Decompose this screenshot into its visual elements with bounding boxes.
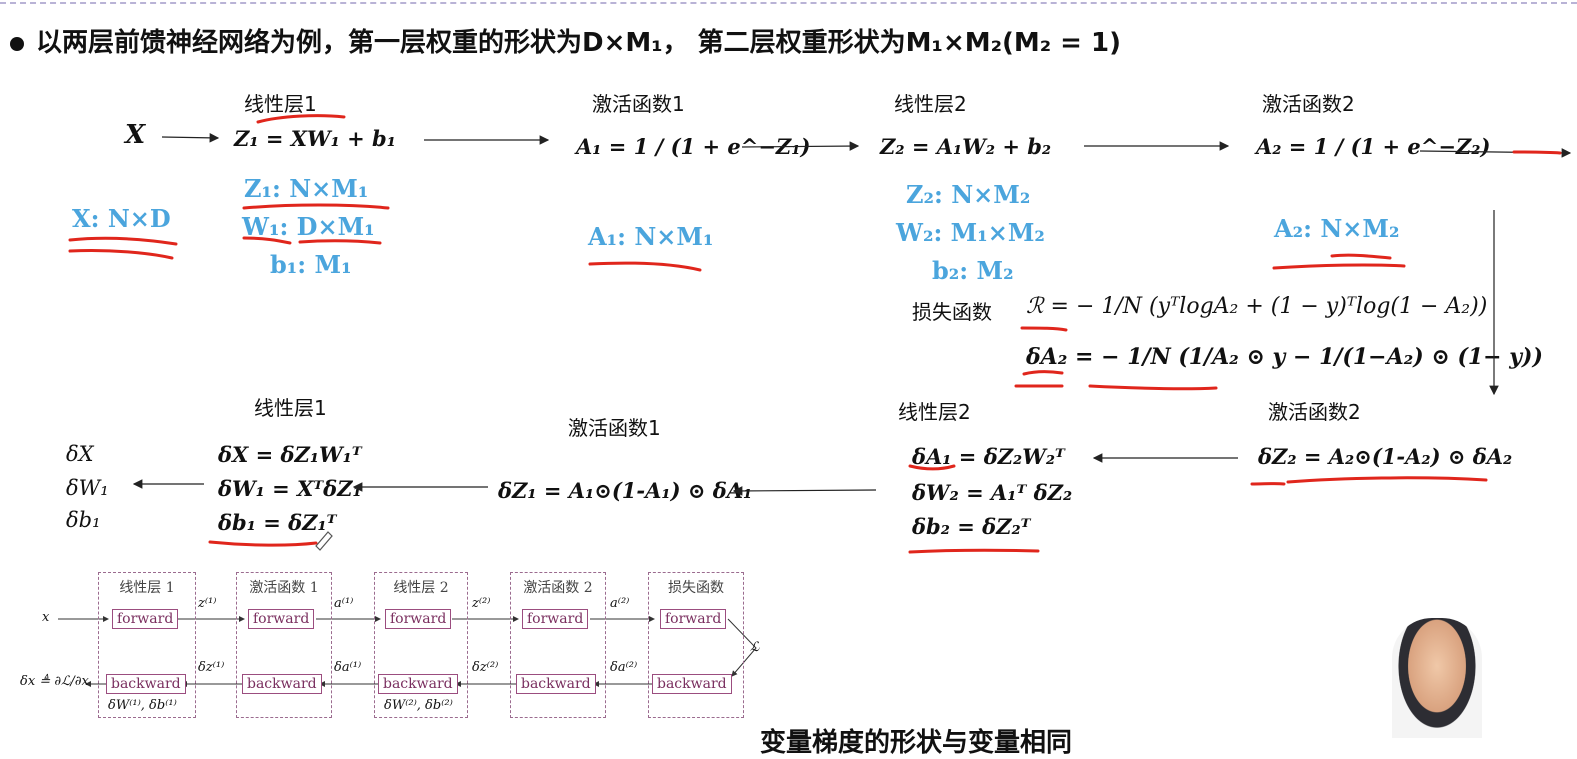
shape-a1: A₁: N×M₁ [588, 222, 714, 251]
mini-backward-1: backward [106, 674, 186, 694]
back-lin1-eq0: δX = δZ₁W₁ᵀ [218, 442, 362, 467]
shape-w1: W₁: D×M₁ [242, 212, 375, 241]
back-label-act2: 激活函数2 [1268, 400, 1361, 424]
eq-a2: A₂ = 1 / (1 + e^−Z₂) [1256, 134, 1491, 159]
presenter-video [1392, 618, 1482, 738]
mini-box-act1-label: 激活函数 1 [249, 580, 319, 596]
back-lin2-eq1: δW₂ = A₁ᵀ δZ₂ [912, 480, 1073, 505]
title-text: 以两层前馈神经网络为例，第一层权重的形状为D×M₁， 第二层权重形状为M₁×M₂… [36, 28, 1121, 58]
arrow-x-z1 [161, 133, 220, 143]
back-act1-eq: δZ₁ = A₁⊙(1-A₁) ⊙ δA₁ [498, 478, 753, 503]
shape-a2: A₂: N×M₂ [1274, 214, 1400, 243]
shape-w2: W₂: M₁×M₂ [896, 218, 1045, 247]
mini-box-linear2-label: 线性层 2 [393, 580, 449, 596]
mini-box-act2-label: 激活函数 2 [523, 580, 593, 596]
slide-title: 以两层前馈神经网络为例，第一层权重的形状为D×M₁， 第二层权重形状为M₁×M₂… [10, 22, 1121, 59]
arrow-lin2-act1 [732, 486, 877, 496]
mini-backward-2: backward [242, 674, 322, 694]
mini-loss-L: ℒ [750, 640, 760, 655]
mini-param-label-2: δW⁽²⁾, δb⁽²⁾ [384, 698, 453, 713]
back-lin2-eq0: δA₁ = δZ₂W₂ᵀ [912, 444, 1065, 469]
back-label-act1: 激活函数1 [568, 416, 661, 440]
mini-backward-5: backward [652, 674, 732, 694]
loss-eq: ℛ = − 1/N (yᵀlogA₂ + (1 − y)ᵀlog(1 − A₂)… [1026, 294, 1488, 319]
back-act2-eq: δZ₂ = A₂⊙(1-A₂) ⊙ δA₂ [1258, 444, 1513, 469]
back-label-linear1: 线性层1 [254, 396, 327, 420]
mini-box-loss-label: 损失函数 [668, 580, 724, 596]
mini-forward-4: forward [522, 609, 589, 629]
mini-forward-1: forward [112, 609, 179, 629]
mini-box-linear1: 线性层 1 [98, 572, 196, 718]
out-dx: δX [66, 442, 94, 466]
mini-box-linear2: 线性层 2 [374, 572, 468, 718]
back-lin1-eq2: δb₁ = δZ₁ᵀ [218, 510, 337, 535]
mini-bwd-label-2: δa⁽¹⁾ [334, 660, 362, 675]
shape-b1: b₁: M₁ [270, 250, 352, 279]
mini-forward-2: forward [248, 609, 315, 629]
shape-x: X: N×D [72, 204, 171, 233]
back-label-linear2: 线性层2 [898, 400, 971, 424]
label-linear1: 线性层1 [244, 92, 317, 116]
arrows-layer [58, 114, 1572, 687]
mini-fwd-label-4: a⁽²⁾ [610, 596, 630, 611]
mini-box-loss: 损失函数 [648, 572, 744, 718]
label-act2: 激活函数2 [1262, 92, 1355, 116]
label-act1: 激活函数1 [592, 92, 685, 116]
mini-forward-5: forward [660, 609, 727, 629]
bullet-icon [10, 36, 24, 51]
top-divider [0, 2, 1577, 4]
mini-backward-4: backward [516, 674, 596, 694]
shape-b2: b₂: M₂ [932, 256, 1014, 285]
mini-fwd-label-1: z⁽¹⁾ [198, 596, 217, 611]
delta-a2-eq: δA₂ = − 1/N (1/A₂ ⊙ y − 1/(1−A₂) ⊙ (1− y… [1026, 344, 1543, 370]
eq-z1: Z₁ = XW₁ + b₁ [234, 126, 396, 151]
out-db1: δb₁ [66, 508, 101, 532]
mini-forward-3: forward [385, 609, 452, 629]
mini-box-act2: 激活函数 2 [510, 572, 606, 718]
mini-param-label-1: δW⁽¹⁾, δb⁽¹⁾ [108, 698, 177, 713]
mini-x: x [42, 610, 50, 625]
shape-z1: Z₁: N×M₁ [244, 174, 369, 203]
pencil-icon [315, 531, 333, 551]
mini-bwd-label-3: δz⁽²⁾ [472, 660, 499, 675]
back-lin1-eq1: δW₁ = XᵀδZ₁ [218, 476, 362, 501]
mini-box-linear1-label: 线性层 1 [119, 580, 175, 596]
eq-z2: Z₂ = A₁W₂ + b₂ [880, 134, 1052, 159]
label-linear2: 线性层2 [894, 92, 967, 116]
red-underlines [68, 114, 1562, 554]
mini-fwd-label-3: z⁽²⁾ [472, 596, 491, 611]
shape-z2: Z₂: N×M₂ [906, 180, 1031, 209]
mini-backward-3: backward [378, 674, 458, 694]
input-x: X [125, 120, 146, 150]
mini-dx: δx ≜ ∂ℒ/∂x [20, 674, 89, 689]
mini-box-act1: 激活函数 1 [236, 572, 332, 718]
arrow-a1-z2 [741, 141, 860, 151]
back-lin2-eq2: δb₂ = δZ₂ᵀ [912, 514, 1031, 539]
mini-fwd-label-2: a⁽¹⁾ [334, 596, 354, 611]
footer-text: 变量梯度的形状与变量相同 [760, 728, 1073, 758]
mini-bwd-label-1: δz⁽¹⁾ [198, 660, 225, 675]
out-dw1: δW₁ [66, 476, 109, 500]
mini-bwd-label-4: δa⁽²⁾ [610, 660, 638, 675]
loss-label: 损失函数 [912, 300, 992, 324]
